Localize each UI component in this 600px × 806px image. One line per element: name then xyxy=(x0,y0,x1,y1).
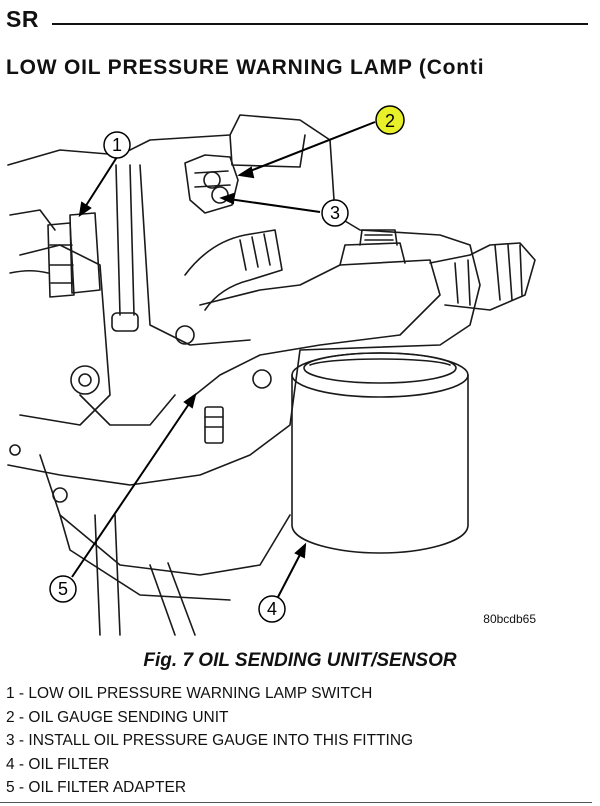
figure-caption: Fig. 7 OIL SENDING UNIT/SENSOR xyxy=(143,650,457,671)
callout-5: 5 xyxy=(49,575,77,603)
dipstick-tube xyxy=(115,164,135,316)
legend-text: OIL FILTER ADAPTER xyxy=(28,779,187,796)
legend-item: 2OIL GAUGE SENDING UNIT xyxy=(6,706,413,730)
callout-1-label: 1 xyxy=(112,135,122,155)
section-code: SR xyxy=(6,6,39,32)
legend-text: INSTALL OIL PRESSURE GAUGE INTO THIS FIT… xyxy=(28,732,414,749)
bottom-rule xyxy=(0,802,592,803)
legend-item: 1LOW OIL PRESSURE WARNING LAMP SWITCH xyxy=(6,682,413,706)
header-rule xyxy=(52,23,588,25)
callout-2-label: 2 xyxy=(385,111,395,131)
legend-number: 2 xyxy=(6,709,28,726)
callout-4-label: 4 xyxy=(267,599,277,619)
legend-item: 3INSTALL OIL PRESSURE GAUGE INTO THIS FI… xyxy=(6,729,413,753)
legend-text: OIL GAUGE SENDING UNIT xyxy=(28,708,229,726)
callout-1: 1 xyxy=(103,131,131,159)
callout-3: 3 xyxy=(321,199,349,227)
legend-number: 4 xyxy=(6,756,28,773)
legend-number: 3 xyxy=(6,732,28,749)
page-header: SR xyxy=(0,4,600,36)
figure-code: 80bcdb65 xyxy=(483,612,536,626)
legend-number: 1 xyxy=(6,685,28,702)
callout-3-label: 3 xyxy=(330,203,340,223)
legend-number: 5 xyxy=(6,779,28,796)
legend-text: OIL FILTER xyxy=(28,755,110,773)
legend-list: 1LOW OIL PRESSURE WARNING LAMP SWITCH 2O… xyxy=(6,682,413,800)
legend-text: LOW OIL PRESSURE WARNING LAMP SWITCH xyxy=(28,685,373,702)
filter-adapter xyxy=(194,259,441,396)
oil-filter xyxy=(291,374,469,554)
callout-5-label: 5 xyxy=(58,579,68,599)
engine-illustration: 1 2 3 4 5 xyxy=(7,105,536,636)
section-title: LOW OIL PRESSURE WARNING LAMP (Conti xyxy=(6,56,485,79)
legend-item: 4OIL FILTER xyxy=(6,753,413,777)
callout-4: 4 xyxy=(258,595,286,623)
legend-item: 5OIL FILTER ADAPTER xyxy=(6,776,413,800)
callout-2: 2 xyxy=(375,105,405,135)
engine-block xyxy=(7,114,481,486)
